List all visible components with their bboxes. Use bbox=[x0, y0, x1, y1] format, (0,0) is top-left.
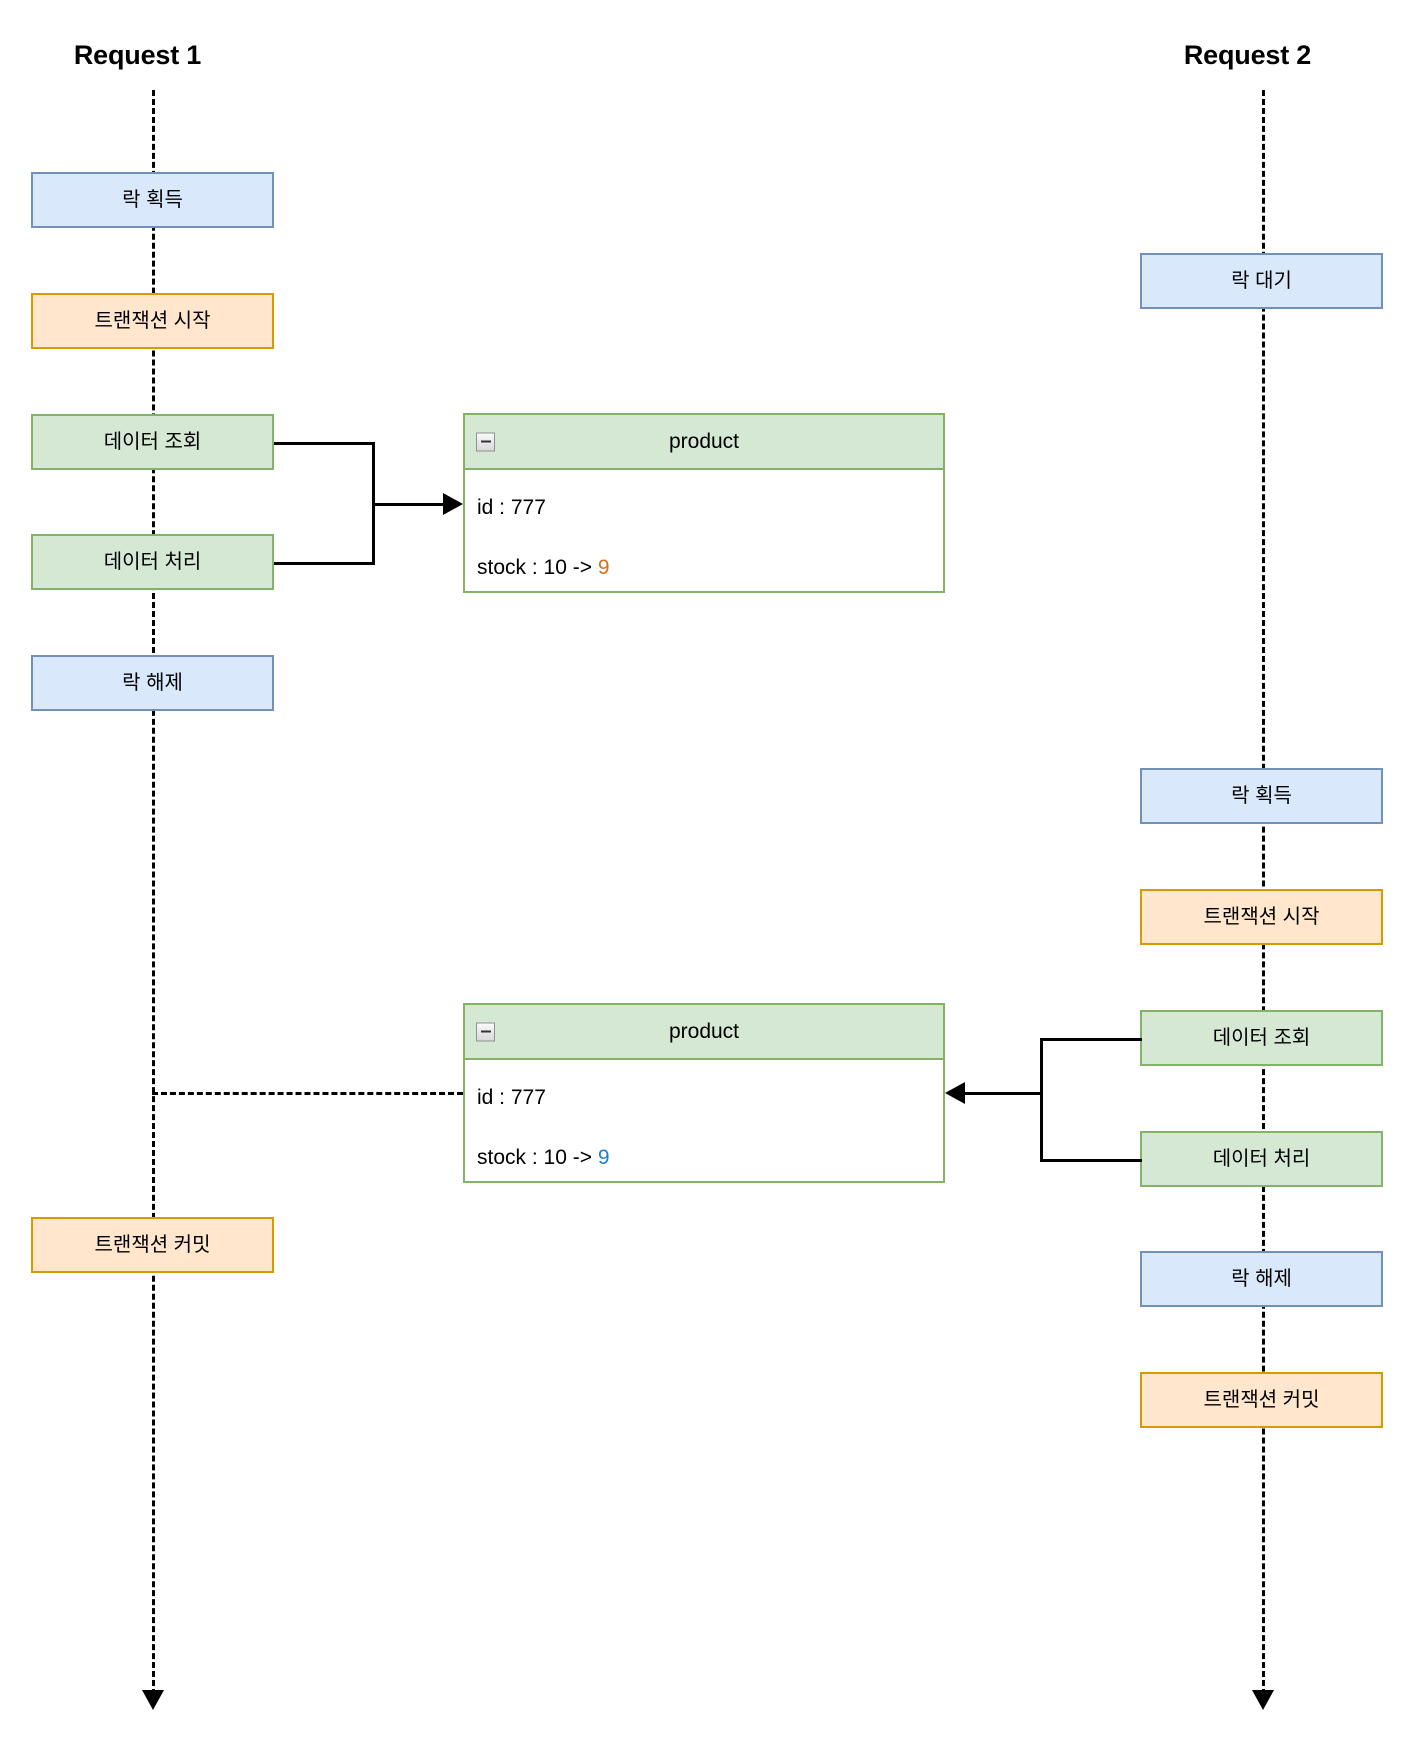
step-request-1-transaction-commit[interactable]: 트랜잭션 커밋 bbox=[31, 1217, 274, 1273]
arrow-into-product-lower bbox=[945, 1082, 965, 1104]
step-label: 트랜잭션 시작 bbox=[1203, 906, 1320, 928]
object-field-id: id : 777 bbox=[477, 1081, 943, 1115]
step-label: 트랜잭션 시작 bbox=[94, 310, 211, 332]
connector-process-to-product-lower bbox=[1040, 1159, 1142, 1162]
step-request-2-transaction-begin[interactable]: 트랜잭션 시작 bbox=[1140, 889, 1383, 945]
object-field-stock-label: stock : 10 -> bbox=[477, 556, 598, 579]
lane-title-request-1: Request 1 bbox=[73, 40, 202, 70]
minus-icon[interactable] bbox=[476, 432, 495, 451]
step-label: 데이터 조회 bbox=[103, 431, 202, 453]
connector-process-to-product-upper bbox=[274, 562, 374, 565]
object-field-stock-label: stock : 10 -> bbox=[477, 1146, 598, 1169]
step-label: 락 해제 bbox=[122, 672, 183, 694]
object-field-id-label: id : bbox=[477, 1086, 511, 1109]
object-product-upper-header: product bbox=[465, 415, 943, 470]
object-title: product bbox=[668, 429, 740, 453]
object-title: product bbox=[668, 1019, 740, 1043]
lifeline-arrow-request-1 bbox=[142, 1690, 164, 1710]
step-request-2-lock-wait[interactable]: 락 대기 bbox=[1140, 253, 1383, 309]
lifeline-arrow-request-2 bbox=[1252, 1690, 1274, 1710]
lifeline-request-1 bbox=[152, 90, 155, 1695]
step-label: 락 획득 bbox=[122, 189, 183, 211]
object-product-lower-header: product bbox=[465, 1005, 943, 1060]
step-label: 데이터 처리 bbox=[103, 551, 202, 573]
step-label: 트랜잭션 커밋 bbox=[94, 1234, 211, 1256]
lane-title-request-2: Request 2 bbox=[1183, 40, 1312, 70]
connector-stem-left bbox=[372, 503, 447, 506]
connector-join-right bbox=[1040, 1038, 1043, 1162]
step-request-1-transaction-begin[interactable]: 트랜잭션 시작 bbox=[31, 293, 274, 349]
minus-icon[interactable] bbox=[476, 1022, 495, 1041]
object-field-id-value: 777 bbox=[510, 1086, 546, 1109]
connector-select-to-product-upper bbox=[274, 442, 374, 445]
object-product-upper-body: id : 777 stock : 10 -> 9 bbox=[465, 470, 943, 606]
connector-dashed-request-1-to-product-lower bbox=[152, 1092, 463, 1095]
step-label: 데이터 처리 bbox=[1212, 1148, 1311, 1170]
step-request-1-lock-acquire[interactable]: 락 획득 bbox=[31, 172, 274, 228]
step-request-2-data-select[interactable]: 데이터 조회 bbox=[1140, 1010, 1383, 1066]
arrow-into-product-upper bbox=[443, 493, 463, 515]
step-request-1-lock-release[interactable]: 락 해제 bbox=[31, 655, 274, 711]
step-label: 락 획득 bbox=[1231, 785, 1292, 807]
object-product-upper[interactable]: product id : 777 stock : 10 -> 9 bbox=[463, 413, 945, 593]
step-label: 락 대기 bbox=[1231, 270, 1292, 292]
connector-stem-right bbox=[965, 1092, 1043, 1095]
object-field-id-label: id : bbox=[477, 496, 511, 519]
step-request-2-lock-release[interactable]: 락 해제 bbox=[1140, 1251, 1383, 1307]
object-field-id-value: 777 bbox=[510, 496, 546, 519]
object-product-lower[interactable]: product id : 777 stock : 10 -> 9 bbox=[463, 1003, 945, 1183]
object-field-stock: stock : 10 -> 9 bbox=[477, 1141, 943, 1175]
step-label: 락 해제 bbox=[1231, 1268, 1292, 1290]
step-request-1-data-process[interactable]: 데이터 처리 bbox=[31, 534, 274, 590]
object-field-stock: stock : 10 -> 9 bbox=[477, 551, 943, 585]
connector-select-to-product-lower bbox=[1040, 1038, 1142, 1041]
step-label: 트랜잭션 커밋 bbox=[1203, 1389, 1320, 1411]
object-product-lower-body: id : 777 stock : 10 -> 9 bbox=[465, 1060, 943, 1196]
step-request-2-data-process[interactable]: 데이터 처리 bbox=[1140, 1131, 1383, 1187]
step-request-1-data-select[interactable]: 데이터 조회 bbox=[31, 414, 274, 470]
step-label: 데이터 조회 bbox=[1212, 1027, 1311, 1049]
step-request-2-lock-acquire[interactable]: 락 획득 bbox=[1140, 768, 1383, 824]
object-field-stock-value: 9 bbox=[597, 556, 610, 579]
object-field-id: id : 777 bbox=[477, 491, 943, 525]
object-field-stock-value: 9 bbox=[597, 1146, 610, 1169]
step-request-2-transaction-commit[interactable]: 트랜잭션 커밋 bbox=[1140, 1372, 1383, 1428]
